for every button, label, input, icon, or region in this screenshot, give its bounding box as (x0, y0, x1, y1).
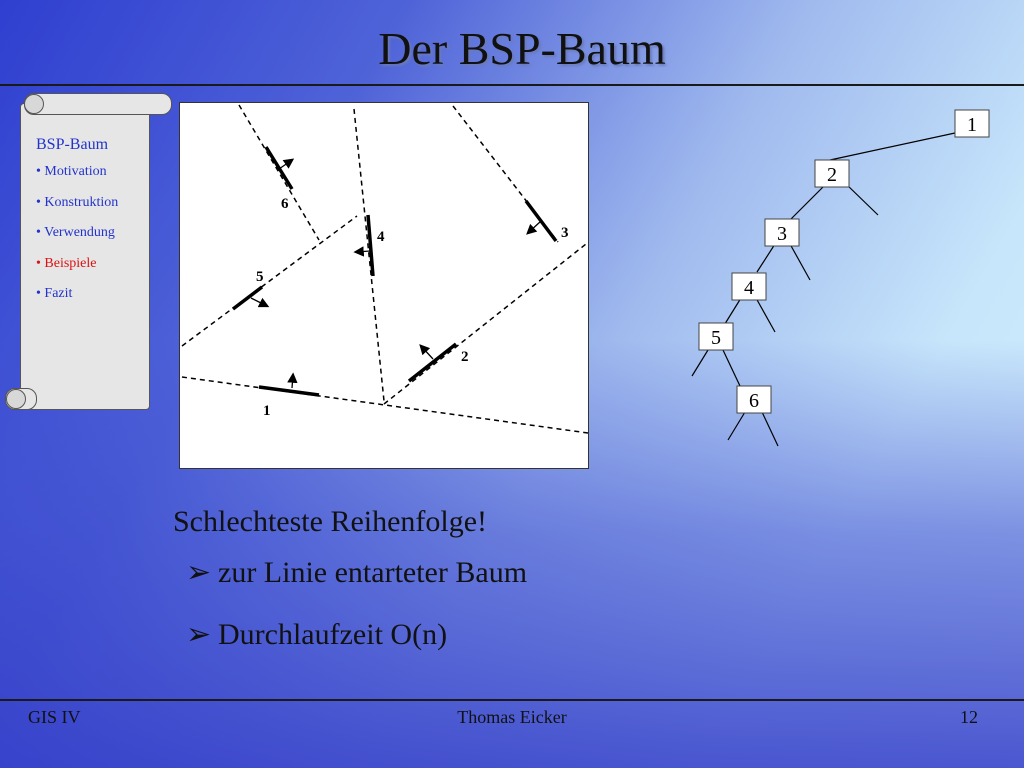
tree-edge-4-leaf (755, 297, 776, 333)
bsp-tree: 1 2 3 4 5 6 (691, 109, 990, 447)
svg-text:5: 5 (711, 327, 721, 349)
toc-item-konstruktion[interactable]: • Konstruktion (36, 194, 119, 210)
tree-node-3: 3 (764, 218, 800, 247)
scroll-curl-top (24, 94, 44, 114)
segment-6 (264, 146, 294, 190)
toc-item-verwendung[interactable]: • Verwendung (36, 225, 115, 240)
tree-edge-4-5 (722, 297, 742, 328)
normal-arrow-2 (419, 344, 434, 360)
tree-node-4: 4 (731, 272, 767, 301)
footer-rule (0, 699, 1024, 701)
slide-title: Der BSP-Baum (378, 23, 666, 74)
arrow-bullet-icon: ➢ (186, 618, 212, 651)
toc-item-fazit[interactable]: • Fazit (36, 286, 73, 301)
svg-text:3: 3 (777, 223, 787, 245)
bullet-text: zur Linie entarteter Baum (218, 556, 528, 589)
split-line-2 (383, 243, 587, 405)
bullet-degenerate-tree: ➢zur Linie entarteter Baum (186, 555, 527, 590)
content-heading: Schlechteste Reihenfolge! (173, 505, 488, 538)
arrow-bullet-icon: ➢ (186, 556, 212, 589)
normal-arrow-6 (278, 158, 295, 170)
segment-4 (366, 214, 375, 277)
toc-item-motivation[interactable]: • Motivation (36, 164, 107, 179)
scroll-curl-bottom (6, 389, 26, 409)
segment-label-5: 5 (256, 269, 264, 285)
footer-author: Thomas Eicker (457, 707, 567, 727)
scroll-top-roll (24, 93, 172, 115)
split-line-3 (452, 105, 559, 243)
svg-text:6: 6 (749, 390, 759, 412)
normal-arrow-5 (250, 297, 270, 308)
tree-edge-5-6 (722, 349, 741, 387)
segment-label-6: 6 (281, 196, 289, 212)
split-line-1 (181, 376, 589, 434)
svg-text:4: 4 (744, 277, 754, 299)
tree-edge-3-4 (756, 243, 776, 273)
tree-edge-1-2 (829, 132, 956, 161)
segment-label-2: 2 (461, 349, 469, 365)
bullet-text: Durchlaufzeit O(n) (218, 618, 448, 651)
toc-item-beispiele[interactable]: • Beispiele (36, 255, 97, 271)
toc-list: • Motivation • Konstruktion • Verwendung… (36, 164, 118, 317)
partition-svg: 1 2 3 4 5 6 (181, 104, 589, 434)
bullet-runtime: ➢Durchlaufzeit O(n) (186, 617, 447, 652)
segment-1 (258, 385, 320, 397)
normal-arrow-3 (526, 220, 542, 235)
footer-page-number: 12 (960, 707, 978, 727)
svg-text:2: 2 (827, 164, 837, 186)
split-line-5 (181, 215, 358, 347)
segment-2 (407, 342, 458, 383)
tree-edge-6-right-leaf (761, 411, 779, 447)
tree-node-6: 6 (736, 385, 772, 414)
tree-node-1: 1 (954, 109, 990, 138)
toc-heading[interactable]: BSP-Baum (36, 136, 109, 153)
normal-arrow-4 (353, 246, 371, 257)
segment-label-3: 3 (561, 225, 569, 241)
tree-node-5: 5 (698, 322, 734, 351)
segment-5 (231, 285, 264, 311)
tree-node-2: 2 (814, 159, 850, 188)
footer-course: GIS IV (28, 707, 81, 727)
segment-label-4: 4 (377, 229, 385, 245)
normal-arrow-1 (287, 372, 298, 389)
tree-edge-5-leaf (691, 349, 709, 377)
tree-edge-2-leaf (844, 182, 879, 216)
title-rule (0, 84, 1024, 86)
tree-edge-3-leaf (789, 243, 811, 281)
svg-text:1: 1 (967, 114, 977, 136)
split-line-6 (238, 104, 320, 241)
tree-edge-6-left-leaf (727, 411, 746, 441)
scroll-paper (20, 103, 150, 410)
table-of-contents: BSP-Baum • Motivation • Konstruktion • V… (36, 136, 118, 317)
bsp-partition-diagram: 1 2 3 4 5 6 (179, 102, 589, 469)
segment-label-1: 1 (263, 403, 271, 419)
tree-edge-2-3 (789, 185, 825, 221)
split-line-4 (353, 108, 385, 402)
